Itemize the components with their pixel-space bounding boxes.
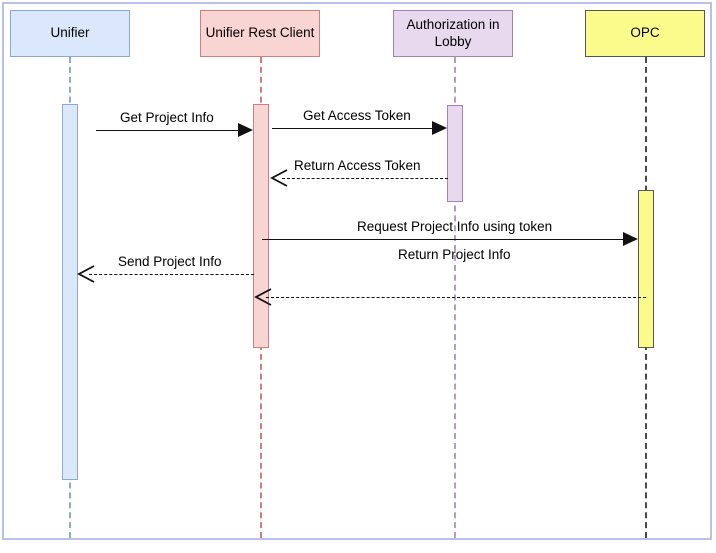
message-line-send-project-info bbox=[89, 274, 254, 275]
participant-rest-client[interactable]: Unifier Rest Client bbox=[200, 10, 320, 57]
message-label-return-access-token: Return Access Token bbox=[294, 158, 421, 173]
activation-bar-rest-client bbox=[253, 104, 269, 348]
participant-unifier-label: Unifier bbox=[50, 25, 90, 41]
activation-bar-opc bbox=[638, 190, 654, 348]
activation-bar-unifier bbox=[62, 104, 78, 480]
participant-authorization-lobby[interactable]: Authorization in Lobby bbox=[393, 10, 513, 57]
message-line-return-access-token bbox=[282, 178, 448, 179]
diagram-frame bbox=[2, 2, 712, 540]
message-label-request-project-info-using-token: Request Project Info using token bbox=[357, 219, 553, 234]
message-label-get-project-info: Get Project Info bbox=[120, 110, 214, 125]
message-label-return-project-info: Return Project Info bbox=[398, 247, 511, 262]
participant-unifier[interactable]: Unifier bbox=[10, 10, 130, 57]
participant-opc-label: OPC bbox=[630, 25, 660, 41]
message-line-request-project-info-using-token bbox=[262, 239, 630, 240]
message-line-get-access-token bbox=[272, 128, 438, 129]
message-label-send-project-info: Send Project Info bbox=[118, 254, 222, 269]
message-label-get-access-token: Get Access Token bbox=[303, 108, 411, 123]
message-line-get-project-info bbox=[96, 130, 244, 131]
participant-authorization-lobby-label: Authorization in Lobby bbox=[406, 16, 500, 49]
participant-rest-client-label: Unifier Rest Client bbox=[205, 25, 315, 41]
participant-opc[interactable]: OPC bbox=[585, 10, 705, 57]
activation-bar-authorization-lobby bbox=[447, 105, 463, 202]
message-line-return-project-info bbox=[266, 297, 646, 298]
